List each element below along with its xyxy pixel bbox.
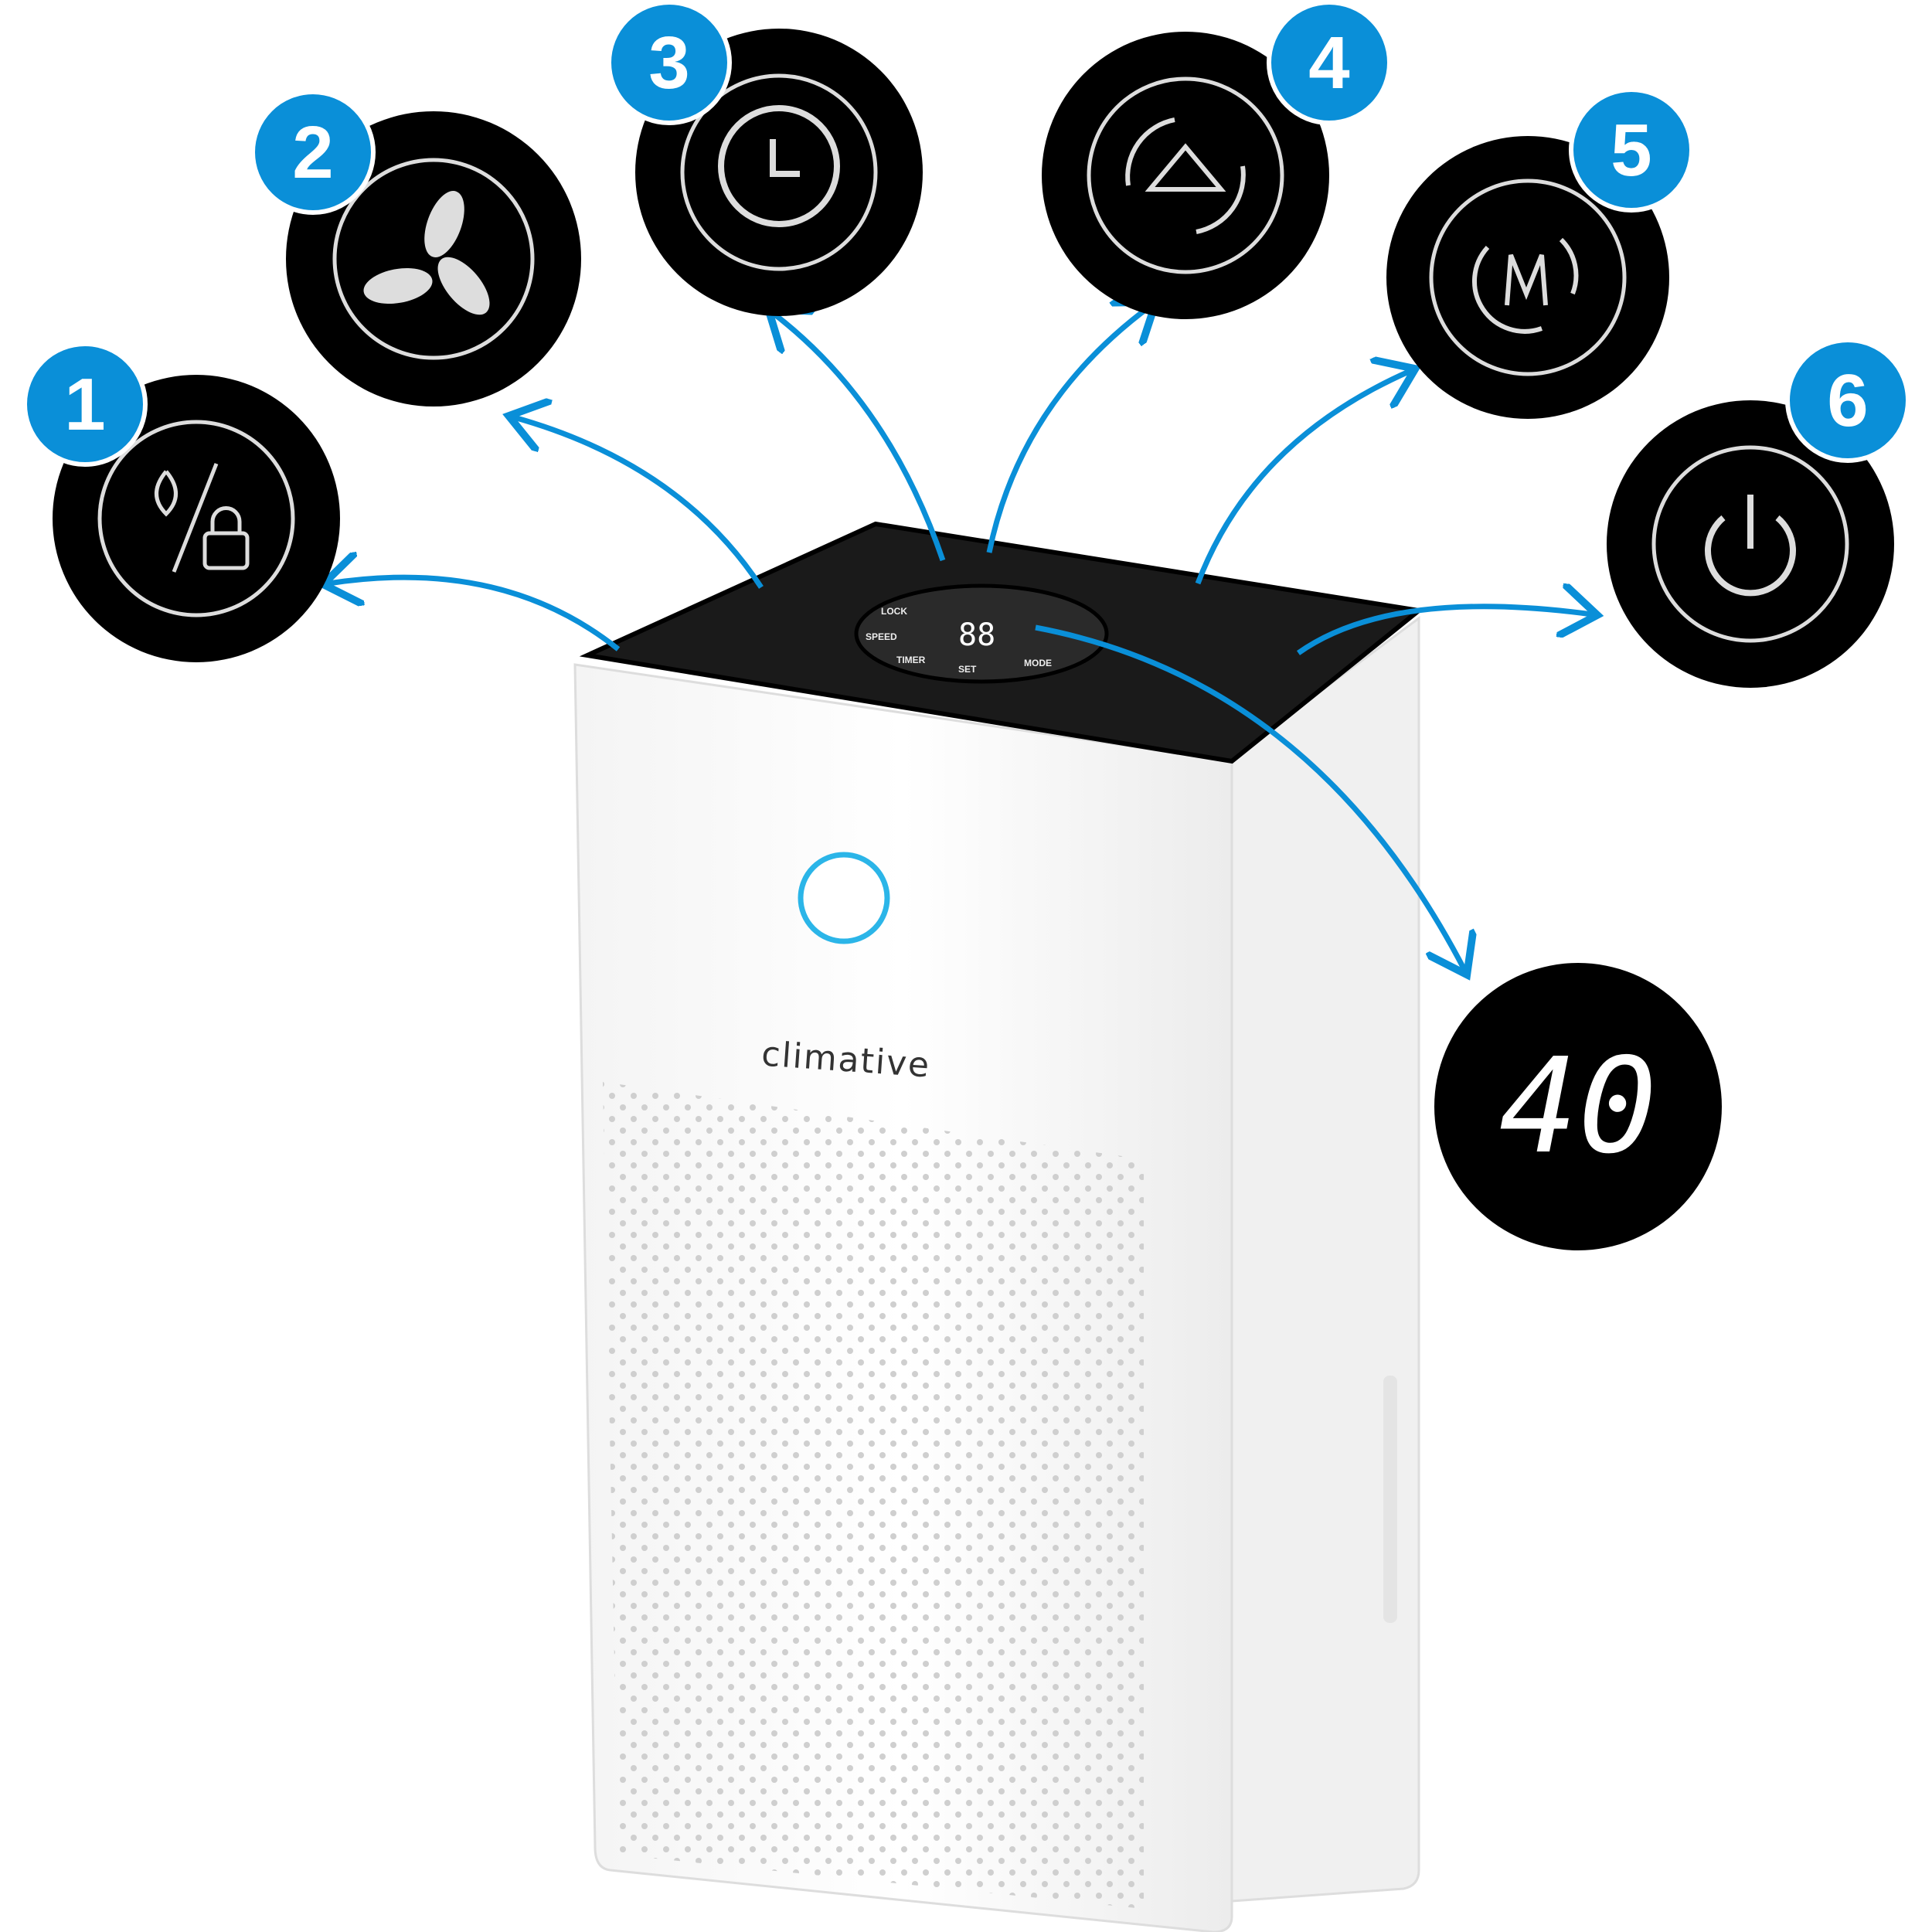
clock-icon: [718, 105, 840, 227]
panel-label-lock[interactable]: LOCK: [881, 606, 907, 617]
display-value: 40: [1499, 1030, 1658, 1183]
leaf-percent-lock-icon: [155, 463, 250, 573]
mode-m-icon: [1472, 237, 1579, 334]
panel-display: 88: [958, 617, 995, 653]
air-quality-ring: [798, 852, 890, 944]
callout-2: 2: [250, 90, 581, 406]
air-purifier: climative 88 LOCK SPEED TIMER SET MODE: [573, 521, 1425, 1932]
callout-6: 6: [1607, 338, 1910, 688]
fan-icon: [363, 191, 490, 315]
panel-label-timer[interactable]: TIMER: [896, 655, 926, 665]
badge-1: 1: [64, 363, 105, 446]
panel-label-set[interactable]: SET: [958, 664, 977, 675]
intake-grille: [603, 1082, 1144, 1909]
badge-2: 2: [292, 111, 333, 194]
callout-5: 5: [1386, 87, 1694, 419]
badge-3: 3: [648, 22, 689, 104]
badge-6: 6: [1827, 359, 1868, 442]
side-panel: [1230, 616, 1420, 1903]
control-panel: [854, 583, 1109, 684]
callout-1: 1: [22, 342, 340, 662]
badge-4: 4: [1308, 22, 1349, 104]
badge-5: 5: [1611, 109, 1651, 192]
display-callout: 40: [1434, 963, 1722, 1250]
callout-3: 3: [607, 0, 923, 316]
callout-4: 4: [1042, 0, 1392, 319]
side-handle: [1383, 1376, 1397, 1623]
panel-label-speed[interactable]: SPEED: [866, 631, 897, 642]
panel-label-mode[interactable]: MODE: [1024, 658, 1052, 668]
set-triangle-icon: [1125, 117, 1246, 234]
callout-arrows: [328, 305, 1592, 970]
power-icon: [1705, 495, 1796, 597]
